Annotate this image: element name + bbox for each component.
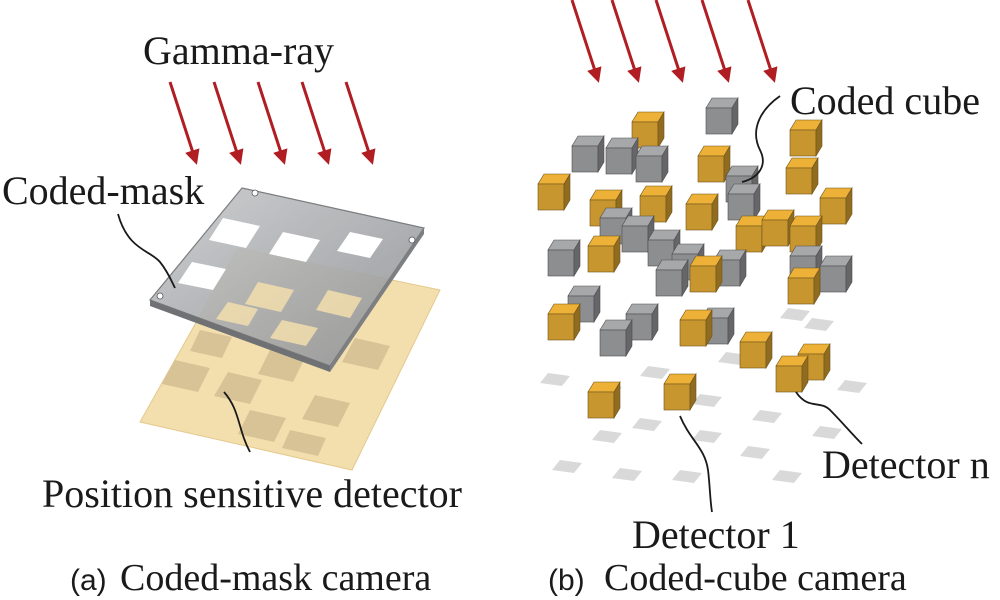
caption-a-prefix: (a): [70, 564, 107, 597]
gamma-ray-arrow-icon: [570, 0, 602, 83]
gamma-ray-arrows-b: [570, 0, 778, 83]
gold-cube-icon: [587, 380, 621, 420]
gold-cube-icon: [663, 372, 697, 412]
gold-cube-icon: [679, 308, 713, 348]
caption-a-text: Coded-mask camera: [120, 557, 431, 599]
gold-cube-icon: [547, 302, 581, 342]
gray-cube-icon: [547, 238, 581, 278]
detector-leader-line: [223, 391, 251, 453]
gold-cube-icon: [631, 110, 665, 150]
detectorn-leader-line: [795, 391, 863, 445]
caption-b-prefix: (b): [548, 564, 585, 597]
coded-cube-array: [537, 96, 853, 420]
gold-cube-icon: [537, 172, 571, 212]
gray-cube-icon: [605, 136, 639, 176]
detector-label: Position sensitive detector: [42, 471, 462, 516]
gold-cube-icon: [689, 254, 723, 294]
detector-n-label: Detector n: [822, 442, 990, 487]
panel-a: Gamma-ray Coded-mask Position sensitive …: [2, 28, 462, 599]
detector-1-label: Detector 1: [632, 512, 800, 557]
gray-cube-icon: [819, 254, 853, 294]
gold-cube-icon: [787, 266, 821, 306]
gold-cube-icon: [739, 330, 773, 370]
gray-cube-icon: [727, 182, 761, 222]
gold-cube-icon: [785, 156, 819, 196]
gamma-ray-arrow-icon: [654, 0, 686, 83]
gray-cube-icon: [635, 144, 669, 184]
gamma-ray-arrow-icon: [700, 0, 732, 83]
gamma-ray-arrow-icon: [212, 81, 244, 165]
gold-cube-icon: [789, 214, 823, 254]
gold-cube-icon: [685, 192, 719, 232]
caption-b-text: Coded-cube camera: [604, 557, 907, 599]
coded-cube-label: Coded cube: [790, 78, 980, 123]
gray-cube-icon: [571, 134, 605, 174]
detector1-leader-line: [679, 415, 713, 513]
gamma-ray-arrow-icon: [344, 81, 376, 165]
coded-mask-label: Coded-mask: [2, 168, 204, 213]
gamma-ray-arrow-icon: [168, 81, 200, 165]
panel-b: Coded cube Detector 1 Detector n (b) Cod…: [537, 0, 990, 599]
gamma-ray-arrow-icon: [610, 0, 642, 83]
gold-cube-icon: [761, 208, 795, 248]
gamma-ray-arrows: [168, 81, 376, 165]
gold-cube-icon: [819, 186, 853, 226]
gamma-ray-arrow-icon: [746, 0, 778, 83]
gold-cube-icon: [789, 118, 823, 158]
gamma-ray-label: Gamma-ray: [143, 28, 334, 73]
gamma-ray-arrow-icon: [256, 81, 288, 165]
gray-cube-icon: [599, 318, 633, 358]
gold-cube-icon: [697, 144, 731, 184]
gray-cube-icon: [705, 96, 739, 136]
coded-cube-leader-line: [741, 95, 781, 183]
gray-cube-icon: [655, 258, 689, 298]
gold-cube-icon: [775, 354, 809, 394]
mask-leader-line: [117, 213, 176, 289]
gold-cube-icon: [587, 234, 621, 274]
gamma-ray-arrow-icon: [300, 81, 332, 165]
coded-mask: [148, 187, 425, 372]
